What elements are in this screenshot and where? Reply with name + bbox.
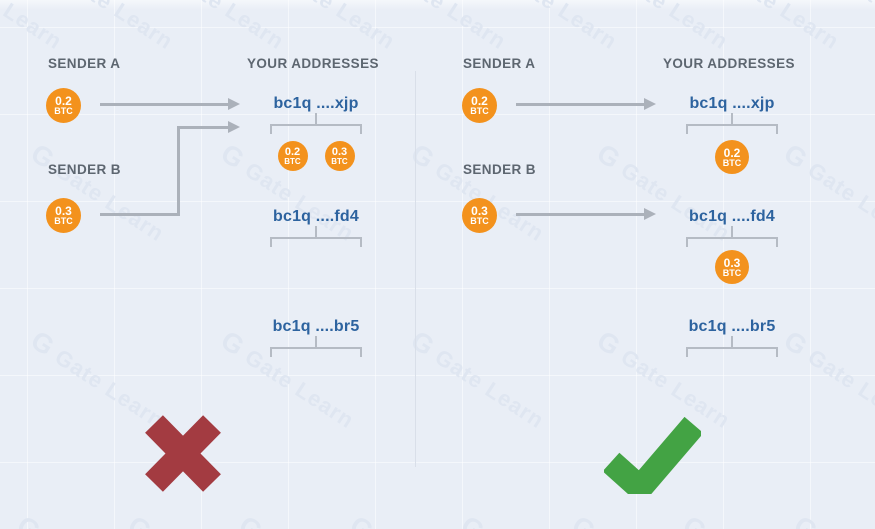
coin-amount: 0.3 (55, 204, 72, 218)
sender-a-label: SENDER A (48, 56, 121, 71)
coin-unit: BTC (722, 157, 742, 168)
coin-amount: 0.2 (723, 145, 741, 160)
coin-unit: BTC (470, 216, 489, 226)
arrowhead-icon (228, 121, 240, 133)
received-coin: 0.2 BTC (277, 141, 308, 171)
bracket-icon (686, 226, 778, 247)
sender-b-label: SENDER B (463, 162, 536, 177)
panel-incorrect: SENDER A YOUR ADDRESSES 0.2 BTC bc1q ...… (0, 0, 420, 529)
received-coins: 0.3 BTC (666, 250, 798, 284)
coin-amount: 0.3 (723, 255, 741, 270)
bracket-icon (270, 113, 362, 134)
received-coin: 0.3 BTC (324, 141, 355, 171)
address-label: bc1q ....fd4 (273, 208, 359, 225)
address-label: bc1q ....xjp (273, 95, 359, 112)
arrowhead-icon (228, 98, 240, 110)
coin-unit: BTC (722, 267, 742, 278)
received-coin: 0.2 BTC (715, 140, 749, 174)
arrow-icon (100, 103, 229, 106)
coin-unit: BTC (470, 106, 489, 116)
x-mark-icon (145, 415, 221, 492)
your-addresses-header: YOUR ADDRESSES (247, 56, 379, 71)
arrowhead-icon (644, 98, 656, 110)
coin-unit: BTC (54, 106, 73, 116)
address-label: bc1q ....br5 (688, 318, 776, 335)
coin-amount: 0.2 (55, 94, 72, 108)
panel-divider (415, 71, 416, 467)
sender-b-coin: 0.3 BTC (462, 198, 497, 233)
bracket-icon (270, 336, 362, 357)
coin-amount: 0.2 (471, 94, 488, 108)
arrow-icon (100, 213, 179, 216)
your-addresses-header: YOUR ADDRESSES (663, 56, 795, 71)
received-coins: 0.2 BTC (666, 140, 798, 174)
sender-a-coin: 0.2 BTC (46, 88, 81, 123)
received-coin: 0.3 BTC (715, 250, 749, 284)
sender-a-coin: 0.2 BTC (462, 88, 497, 123)
coin-amount: 0.2 (284, 145, 301, 158)
arrow-icon (179, 126, 229, 129)
address-label: bc1q ....fd4 (689, 208, 775, 225)
coin-amount: 0.3 (331, 145, 348, 158)
bracket-icon (270, 226, 362, 247)
address-label: bc1q ....br5 (272, 318, 360, 335)
address-label: bc1q ....xjp (689, 95, 775, 112)
sender-b-label: SENDER B (48, 162, 121, 177)
coin-unit: BTC (284, 156, 301, 166)
arrow-icon (177, 126, 180, 216)
coin-unit: BTC (331, 156, 348, 166)
sender-a-label: SENDER A (463, 56, 536, 71)
coin-unit: BTC (54, 216, 73, 226)
bracket-icon (686, 336, 778, 357)
bracket-icon (686, 113, 778, 134)
arrowhead-icon (644, 208, 656, 220)
received-coins: 0.2 BTC 0.3 BTC (250, 141, 382, 171)
arrow-icon (516, 103, 645, 106)
panel-correct: SENDER A YOUR ADDRESSES 0.2 BTC bc1q ...… (416, 0, 836, 529)
coin-amount: 0.3 (471, 204, 488, 218)
arrow-icon (516, 213, 645, 216)
sender-b-coin: 0.3 BTC (46, 198, 81, 233)
checkmark-icon (604, 417, 701, 494)
